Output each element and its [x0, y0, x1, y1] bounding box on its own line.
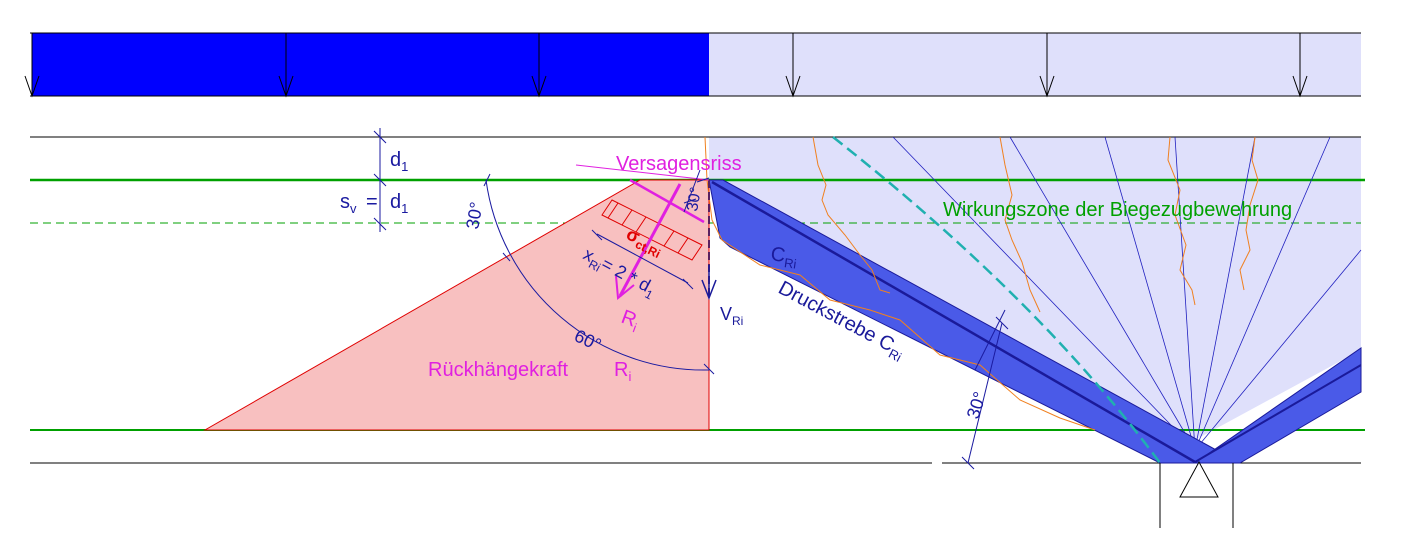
vri-arrow [701, 265, 717, 301]
fan-lines [892, 136, 1362, 451]
d1-mid-label: d1 [390, 191, 408, 216]
strut-centerline-right [1194, 364, 1362, 463]
strut-centerline [711, 180, 1196, 464]
sv-label: sv [340, 191, 357, 216]
beam-outline [30, 136, 1361, 464]
equals-sign: = [366, 191, 378, 213]
d1-top-label: d1 [390, 149, 408, 174]
teal-dashed-line [832, 136, 1162, 464]
support [1159, 460, 1234, 528]
load-bar-dark [32, 33, 709, 96]
hanger-force-label: Rückhängekraft [428, 359, 569, 381]
dimensions [373, 128, 1009, 470]
angle-30-right: 30° [963, 389, 990, 421]
failure-crack-thin [575, 164, 710, 181]
angle-degree-small: ° [955, 362, 961, 378]
compression-strut-right [1193, 347, 1362, 464]
load-bar [24, 32, 1361, 98]
hanger-force-triangle [203, 179, 710, 431]
effective-zone-label: Wirkungszone der Biegezugbewehrung [943, 199, 1292, 221]
angle-30-left: 30° [462, 200, 486, 230]
cri-label: CRi [769, 243, 799, 271]
hanger-force-ri: Ri [614, 359, 631, 384]
angle-30-top: 30° [684, 186, 705, 213]
ri-arrow [615, 183, 682, 300]
failure-crack-label: Versagensriss [616, 153, 742, 175]
load-bar-light [709, 33, 1361, 96]
failure-crack [629, 178, 705, 224]
compression-zone [709, 137, 1361, 440]
vri-label: VRi [720, 304, 743, 328]
load-arrows [24, 33, 1308, 98]
crack-lines [704, 136, 1259, 431]
support-triangle [1179, 460, 1219, 498]
ri-label: Ri [617, 306, 642, 335]
